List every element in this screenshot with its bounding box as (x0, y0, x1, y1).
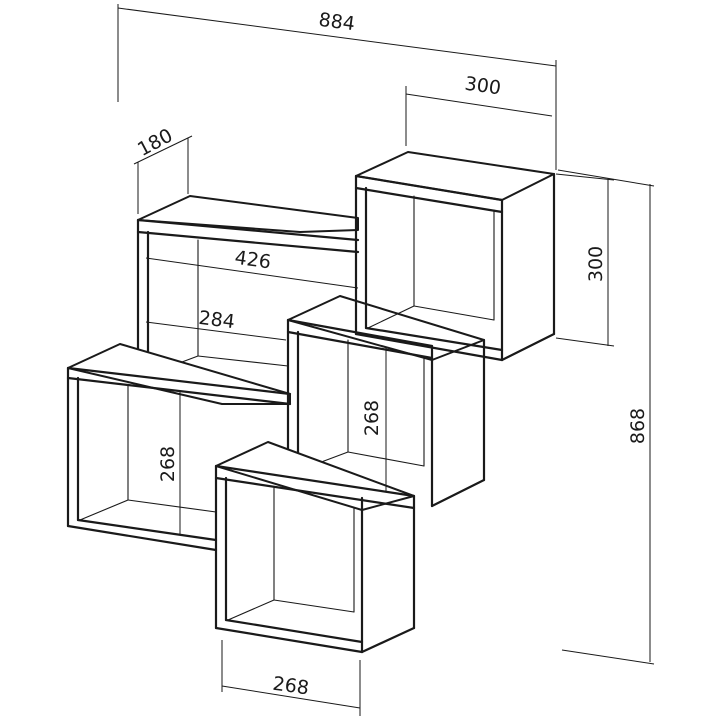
dim-label-300-width: 300 (463, 73, 502, 100)
bottom-cube-top-front-lower (214, 476, 416, 510)
bottom-cube-bottom-inner (224, 618, 364, 644)
top-cube-top-front (354, 174, 504, 202)
dim-overall-width: 884 (117, 4, 557, 170)
dim-bottom-cube-width: 268 (221, 640, 361, 716)
left-cube-bottom-front (66, 524, 218, 552)
middle-cube-right-bottom-diag (430, 478, 486, 508)
middle-cube-top-front (286, 318, 434, 348)
bottom-cube-back-bottom (273, 599, 355, 613)
dim-label-284: 284 (197, 307, 236, 333)
dim-label-868: 868 (627, 408, 649, 444)
bottom-cube-top-front (214, 464, 416, 498)
dim-label-268-middle: 268 (361, 400, 383, 436)
left-cube-top-front (66, 366, 292, 396)
dim-label-300-height: 300 (585, 246, 607, 282)
long-shelf-front-edge (136, 218, 360, 242)
left-cube-back-bottom (127, 499, 217, 513)
long-shelf-back-bottom (197, 355, 289, 367)
long-shelf-module (136, 195, 360, 378)
top-cube-right-bottom-diag (500, 332, 556, 362)
dim-label-180: 180 (134, 124, 176, 160)
top-cube-top-front-lower (354, 186, 504, 214)
long-shelf-front-edge-lower (136, 230, 360, 254)
dim-label-884: 884 (317, 9, 356, 36)
dim-overall-height: 868 (557, 169, 655, 665)
top-cube-floor-diag (367, 305, 415, 329)
dim-label-268-bottom: 268 (271, 673, 310, 700)
bottom-cube-top (215, 441, 415, 511)
left-cube-module (66, 343, 292, 552)
dim-long-shelf-width: 426 (145, 247, 359, 289)
long-shelf-top (137, 195, 359, 233)
top-cube-bottom-front (354, 332, 504, 362)
dim-middle-cube-height: 268 (361, 348, 387, 492)
top-cube-bottom-inner (364, 326, 504, 352)
dim-label-426: 426 (233, 247, 272, 274)
left-cube-top-front-lower (66, 376, 292, 406)
dim-top-cube-width: 300 (405, 73, 553, 146)
dim-top-cube-height: 300 (555, 173, 615, 347)
dim-label-268-left: 268 (157, 446, 179, 482)
dim-left-cube-height: 268 (157, 392, 181, 534)
middle-cube-top-front-lower (286, 330, 434, 360)
left-cube-floor-diag (79, 499, 129, 521)
top-cube-back-bottom (413, 305, 495, 321)
bottom-cube-right-bottom-diag (360, 626, 416, 654)
dim-inner-shelf-width: 284 (145, 307, 287, 341)
left-cube-bottom-inner (76, 518, 218, 542)
left-cube-top (67, 343, 291, 405)
bottom-cube-bottom-front (214, 626, 364, 654)
top-cube-module (354, 151, 556, 362)
bottom-cube-floor-diag (227, 599, 275, 621)
bottom-cube-module (214, 441, 416, 654)
